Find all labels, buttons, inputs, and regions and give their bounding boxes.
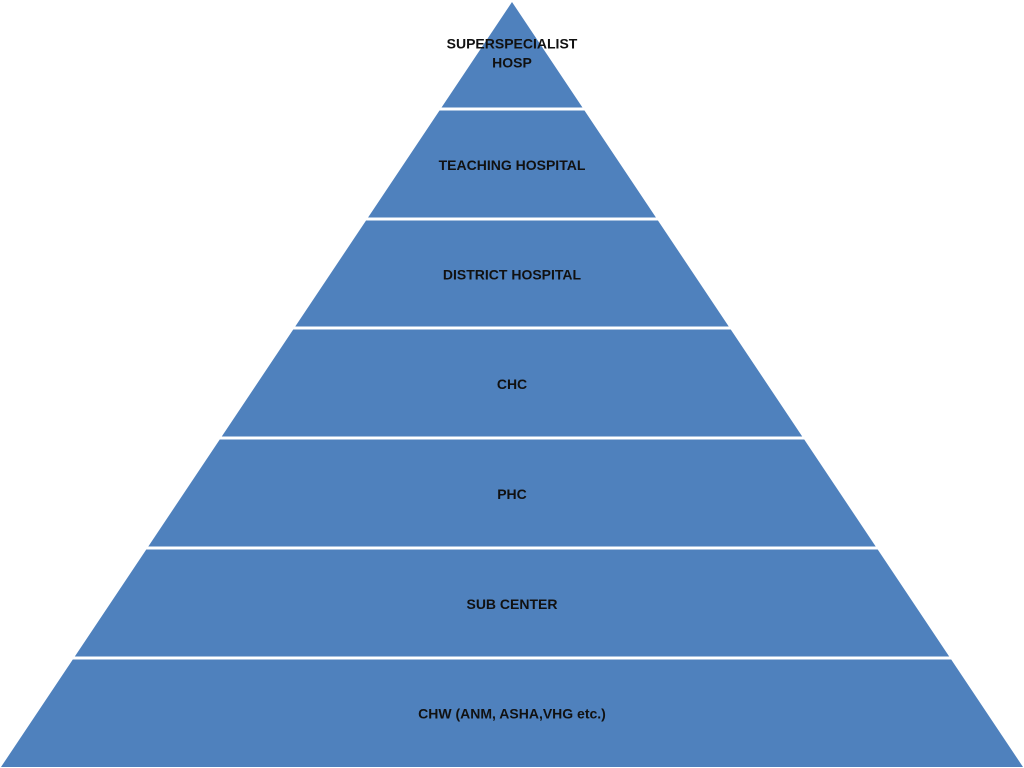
- pyramid-tier-label-line: PHC: [497, 486, 527, 502]
- pyramid-tier-label-line: TEACHING HOSPITAL: [439, 157, 586, 173]
- pyramid-tier-label-line: CHC: [497, 376, 527, 392]
- pyramid-tier: PHC: [148, 439, 876, 547]
- pyramid-tier: CHW (ANM, ASHA,VHG etc.): [1, 659, 1023, 767]
- pyramid-tier-label: CHC: [497, 376, 527, 392]
- pyramid-tier-shape: [295, 220, 729, 327]
- pyramid-tier-label: DISTRICT HOSPITAL: [443, 267, 582, 283]
- pyramid-tier: CHC: [221, 329, 803, 437]
- pyramid-tier-label: TEACHING HOSPITAL: [439, 157, 586, 173]
- pyramid-tier-label-line: CHW (ANM, ASHA,VHG etc.): [418, 706, 606, 722]
- pyramid-tier-label: PHC: [497, 486, 527, 502]
- pyramid-tier-label-line: SUPERSPECIALIST: [447, 36, 578, 52]
- pyramid-tier: SUB CENTER: [74, 549, 950, 657]
- pyramid-tier-shape: [221, 329, 803, 437]
- pyramid-tier-shape: [441, 2, 583, 108]
- pyramid-tier-label: SUB CENTER: [466, 596, 557, 612]
- pyramid-tier-label-line: SUB CENTER: [466, 596, 557, 612]
- pyramid-tier-shape: [74, 549, 950, 657]
- pyramid-tier-label-line: DISTRICT HOSPITAL: [443, 267, 582, 283]
- pyramid-tier-label-line: HOSP: [492, 55, 532, 71]
- pyramid-tier-shape: [1, 659, 1023, 767]
- pyramid-tier-label: SUPERSPECIALIST HOSP: [447, 36, 578, 71]
- pyramid-tier: DISTRICT HOSPITAL: [295, 220, 729, 327]
- pyramid-tier: TEACHING HOSPITAL: [368, 110, 656, 218]
- pyramid-tier: SUPERSPECIALIST HOSP: [441, 2, 583, 108]
- pyramid-tier-shape: [148, 439, 876, 547]
- pyramid-tier-label: CHW (ANM, ASHA,VHG etc.): [418, 706, 606, 722]
- pyramid-tier-shape: [368, 110, 656, 218]
